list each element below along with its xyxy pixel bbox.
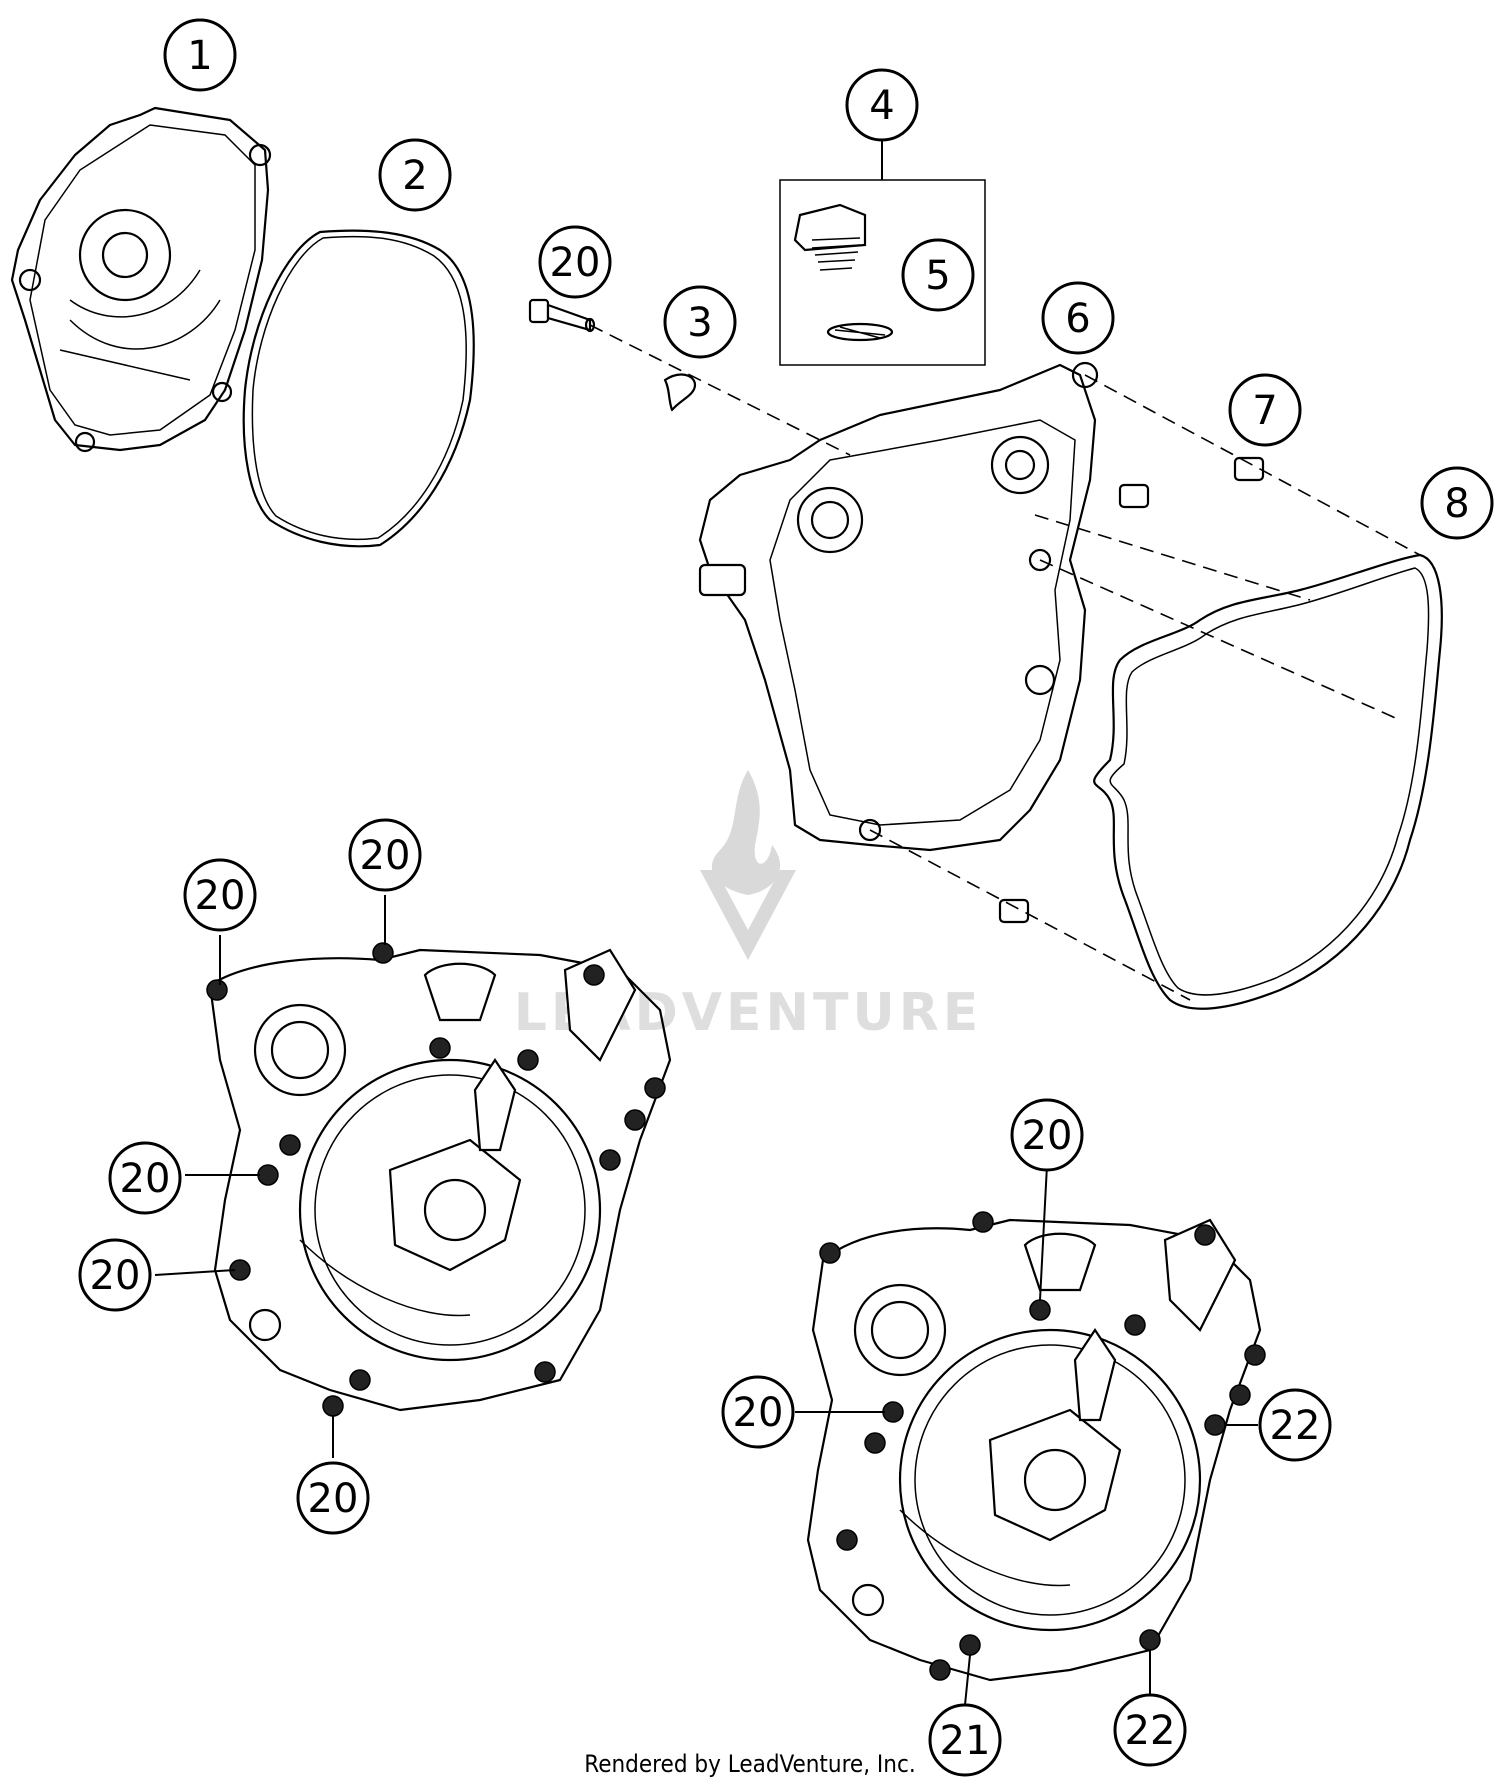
svg-text:2: 2 — [402, 153, 427, 199]
leader-lines — [154, 895, 1258, 1706]
callout-20-left-bottom: 20 — [296, 1461, 370, 1535]
svg-text:20: 20 — [90, 1253, 141, 1299]
callout-20-left-low: 20 — [78, 1238, 152, 1312]
svg-text:4: 4 — [869, 83, 894, 129]
svg-text:20: 20 — [550, 240, 601, 286]
alignment-lines — [589, 324, 1421, 1001]
callout-4: 4 — [845, 68, 919, 142]
callout-1: 1 — [163, 18, 237, 92]
callout-20-right-left: 20 — [721, 1375, 795, 1449]
callout-6: 6 — [1041, 281, 1115, 355]
callout-8: 8 — [1420, 466, 1494, 540]
svg-text:8: 8 — [1444, 481, 1469, 527]
callout-5: 5 — [901, 238, 975, 312]
svg-text:20: 20 — [733, 1390, 784, 1436]
callout-7: 7 — [1228, 373, 1302, 447]
part-2-cover-gasket — [242, 229, 475, 548]
svg-text:22: 22 — [1270, 1403, 1321, 1449]
callout-20-left-top2: 20 — [348, 818, 422, 892]
assembly-right — [806, 1211, 1266, 1682]
part-6-ignition-cover — [698, 361, 1099, 852]
svg-text:20: 20 — [1022, 1113, 1073, 1159]
part-3-clip — [663, 373, 697, 412]
svg-text:5: 5 — [925, 253, 950, 299]
svg-text:21: 21 — [940, 1718, 991, 1764]
part-8-cover-gasket-inner — [1109, 567, 1430, 996]
part-1-outer-cover — [10, 106, 272, 453]
callout-20-left-mid: 20 — [108, 1141, 182, 1215]
assembly-left — [206, 942, 672, 1417]
svg-text:20: 20 — [360, 833, 411, 879]
svg-text:7: 7 — [1252, 388, 1277, 434]
callout-2: 2 — [378, 138, 452, 212]
part-20-bolt — [528, 298, 596, 333]
part-4-5-group-box — [779, 130, 986, 366]
svg-text:22: 22 — [1125, 1708, 1176, 1754]
part-2-cover-gasket-inner — [251, 235, 467, 541]
callout-22-bottom: 22 — [1113, 1693, 1187, 1767]
callout-21: 21 — [928, 1703, 1002, 1777]
callout-3: 3 — [663, 285, 737, 359]
svg-text:20: 20 — [195, 873, 246, 919]
part-8-cover-gasket — [1093, 553, 1443, 1010]
part-4-oil-plug — [793, 203, 867, 271]
flame-icon — [711, 770, 781, 895]
left-assembly-bolts — [206, 942, 666, 1417]
callout-20-left-top: 20 — [183, 858, 257, 932]
callout-22-right: 22 — [1258, 1388, 1332, 1462]
svg-text:20: 20 — [120, 1156, 171, 1202]
part-7-dowel-pins — [998, 456, 1265, 924]
svg-text:6: 6 — [1065, 296, 1090, 342]
callout-20-right-top: 20 — [1010, 1098, 1084, 1172]
svg-text:3: 3 — [687, 300, 712, 346]
right-assembly-bolts — [819, 1211, 1266, 1681]
callout-20-standalone: 20 — [538, 225, 612, 299]
svg-text:1: 1 — [187, 33, 212, 79]
svg-text:20: 20 — [308, 1476, 359, 1522]
v-logo-icon — [700, 870, 796, 960]
render-credit: Rendered by LeadVenture, Inc. — [584, 1750, 916, 1778]
